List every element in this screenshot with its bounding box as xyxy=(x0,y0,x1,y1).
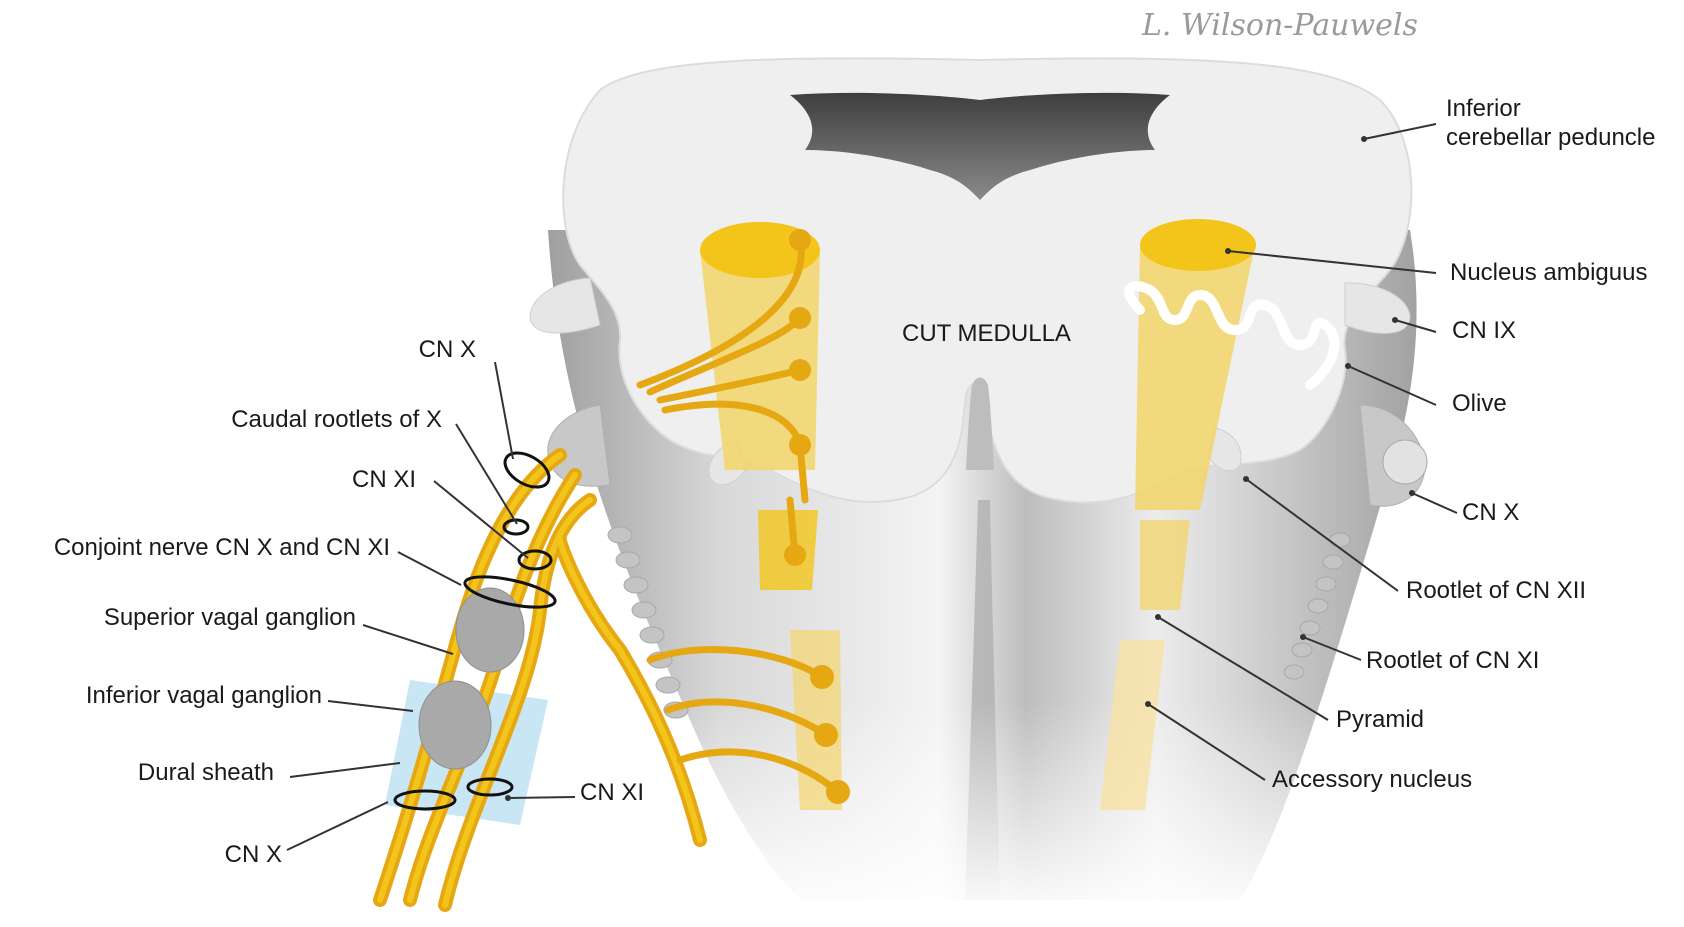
label-cn-xi-bottom: CN XI xyxy=(580,780,644,806)
label-dural-sheath: Dural sheath xyxy=(138,760,274,786)
label-conjoint-nerve: Conjoint nerve CN X and CN XI xyxy=(54,535,390,561)
label-pyramid: Pyramid xyxy=(1336,707,1424,733)
label-superior-vagal-ganglion: Superior vagal ganglion xyxy=(104,605,356,631)
inferior-vagal-ganglion xyxy=(419,681,491,769)
nucleus-ambiguus-right-top xyxy=(1140,219,1256,271)
cn-ix-stub-left xyxy=(530,278,600,333)
label-accessory-nucleus: Accessory nucleus xyxy=(1272,767,1472,793)
artist-signature: L. Wilson-Pauwels xyxy=(1142,8,1418,43)
label-inferior-vagal-ganglion: Inferior vagal ganglion xyxy=(86,683,322,709)
label-olive: Olive xyxy=(1452,391,1507,417)
label-rootlet-cn-xii: Rootlet of CN XII xyxy=(1406,578,1586,604)
label-cn-x-right: CN X xyxy=(1462,500,1519,526)
label-cn-x-top: CN X xyxy=(419,337,476,363)
label-inferior-cerebellar-peduncle-line2: cerebellar peduncle xyxy=(1446,125,1655,151)
label-nucleus-ambiguus: Nucleus ambiguus xyxy=(1450,260,1647,286)
label-cn-xi-left: CN XI xyxy=(352,467,416,493)
label-cn-ix: CN IX xyxy=(1452,318,1516,344)
label-rootlet-cn-xi: Rootlet of CN XI xyxy=(1366,648,1539,674)
label-cn-x-bottom: CN X xyxy=(225,842,282,868)
label-inferior-cerebellar-peduncle-line1: Inferior xyxy=(1446,96,1521,122)
label-caudal-rootlets: Caudal rootlets of X xyxy=(231,407,442,433)
cut-medulla-label: CUT MEDULLA xyxy=(902,320,1071,348)
